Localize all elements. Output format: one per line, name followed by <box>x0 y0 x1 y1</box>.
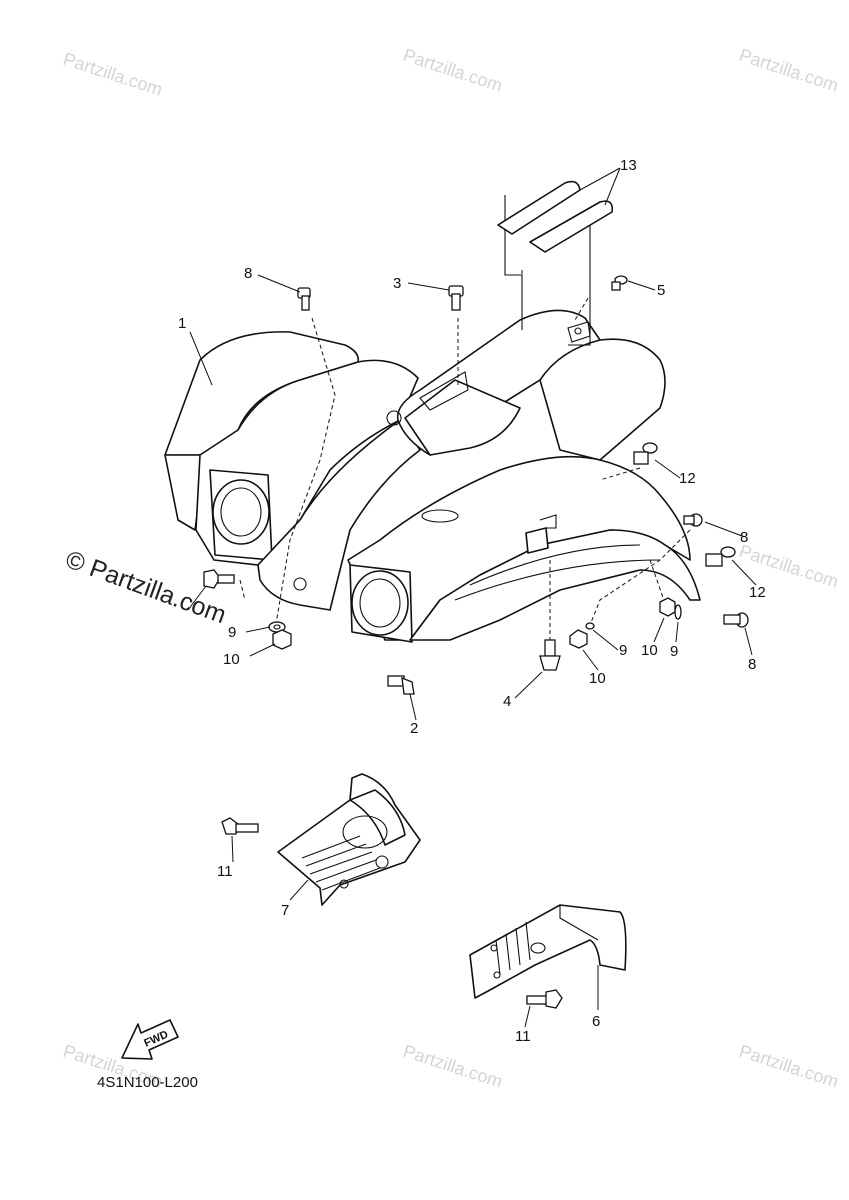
callout-8-top: 8 <box>244 265 252 282</box>
bolt-8-far-right <box>723 612 749 628</box>
callout-8-far-right: 8 <box>748 656 756 673</box>
callout-8-right: 8 <box>740 529 748 546</box>
nut-10-right <box>659 597 676 617</box>
callout-2: 2 <box>410 720 418 737</box>
diagram-code: 4S1N100-L200 <box>97 1074 198 1091</box>
watermark-top-center: Partzilla.com <box>401 45 505 96</box>
bolt-11-right <box>526 989 563 1009</box>
nut-10-mid <box>569 629 588 649</box>
bolt-11-left <box>221 817 259 835</box>
nut-10-left <box>272 629 292 650</box>
callout-10-right: 10 <box>641 642 658 659</box>
callout-7: 7 <box>281 902 289 919</box>
watermark-top-right: Partzilla.com <box>737 45 841 96</box>
callout-6: 6 <box>592 1013 600 1030</box>
strip-part-13 <box>497 180 614 346</box>
leader-lines <box>187 167 757 1028</box>
callout-5: 5 <box>657 282 665 299</box>
bolt-3 <box>448 285 464 311</box>
rivet-12-right <box>705 546 736 567</box>
watermark-bottom-right: Partzilla.com <box>737 1041 841 1092</box>
screw-5 <box>611 275 628 291</box>
fwd-arrow-icon: FWD <box>121 1019 179 1060</box>
bolt-2 <box>387 675 415 695</box>
callout-10-left: 10 <box>223 651 240 668</box>
guard-part-7 <box>221 773 421 906</box>
callout-9-mid: 9 <box>619 642 627 659</box>
watermark-bottom-center: Partzilla.com <box>401 1041 505 1092</box>
callout-11-right: 11 <box>515 1028 531 1045</box>
callout-9-left: 9 <box>228 624 236 641</box>
callout-10-mid: 10 <box>589 670 606 687</box>
callout-9-right: 9 <box>670 643 678 660</box>
rivet-12-top <box>633 442 658 465</box>
callout-11-left: 11 <box>217 863 233 880</box>
callout-13: 13 <box>620 157 637 174</box>
callout-3: 3 <box>393 275 401 292</box>
bolt-4 <box>539 639 561 671</box>
callout-1: 1 <box>178 315 186 332</box>
bolt-left <box>203 569 235 589</box>
callout-12-top: 12 <box>679 470 696 487</box>
washer-9-right <box>674 604 682 620</box>
bolt-8-top <box>297 287 311 311</box>
callout-numbers: 1 2 3 4 5 6 7 8 8 8 9 9 9 10 10 10 11 11… <box>178 157 766 1045</box>
callout-12-right: 12 <box>749 584 766 601</box>
watermark-top-left: Partzilla.com <box>61 49 165 100</box>
bolt-8-right <box>683 513 703 527</box>
hardware <box>203 275 749 695</box>
front-fender-part <box>164 309 701 643</box>
guard-part-6 <box>469 904 627 1009</box>
washer-9-mid <box>585 622 595 630</box>
callout-4: 4 <box>503 693 511 710</box>
